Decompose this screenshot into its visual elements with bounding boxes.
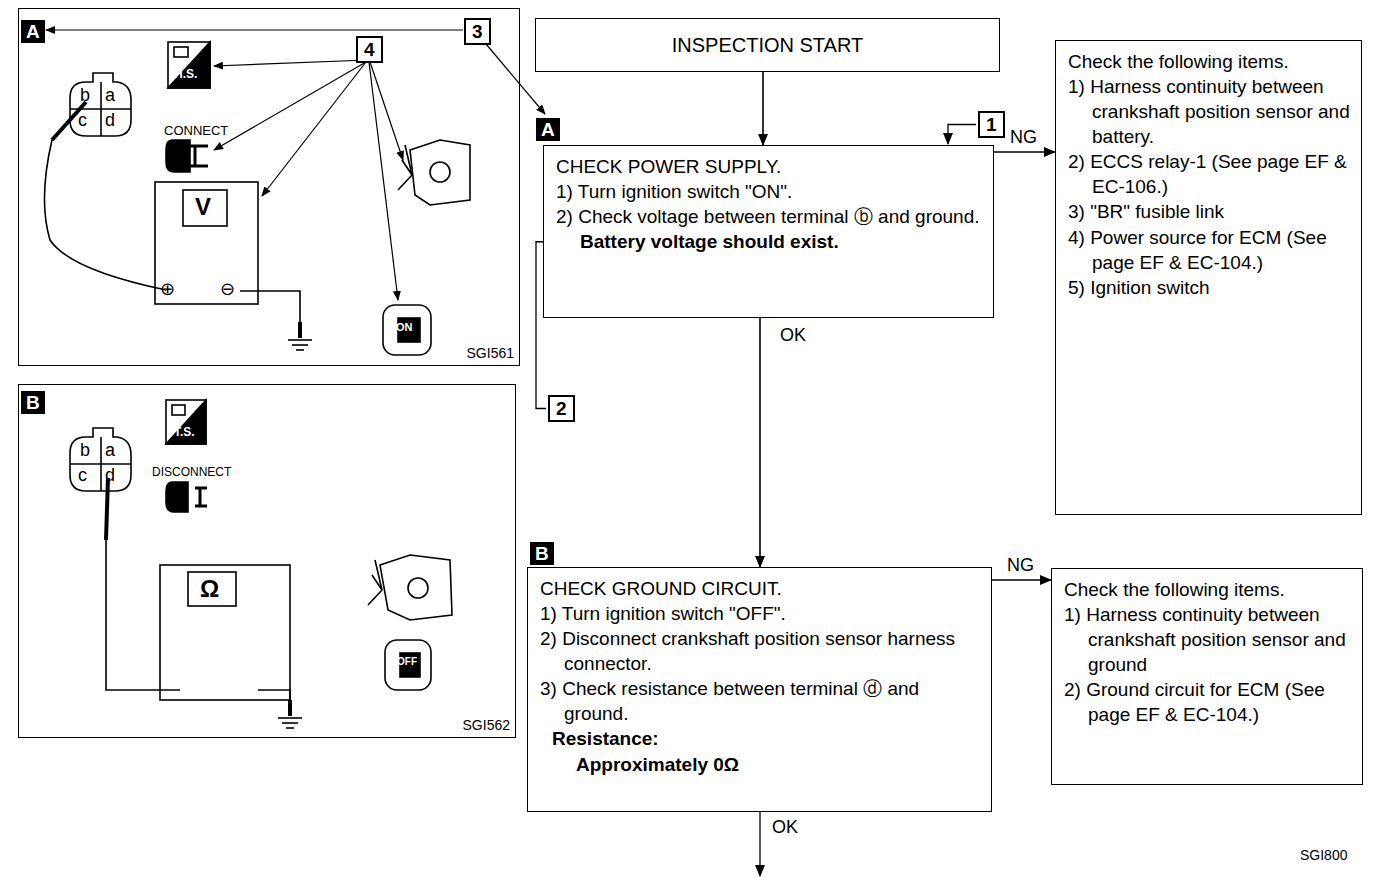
box-text: 4) Power source for ECM (See page EF & E… xyxy=(1068,225,1351,275)
box-text: 3) Check resistance between terminal ⓓ a… xyxy=(540,676,981,726)
illustration-panel: SGI562 xyxy=(18,384,516,738)
box-text: Battery voltage should exist. xyxy=(556,229,983,254)
label: a xyxy=(105,86,115,104)
label: DISCONNECT xyxy=(152,466,231,478)
box-text: 1) Harness continuity between crankshaft… xyxy=(1064,602,1352,677)
box-text: Approximately 0Ω xyxy=(540,752,981,777)
callout-number: 1 xyxy=(978,111,1005,138)
box-heading: Check the following items. xyxy=(1068,49,1351,74)
flow-arrow xyxy=(992,579,1051,581)
box-text: Resistance: xyxy=(540,726,981,751)
box-text: 2) Ground circuit for ECM (See page EF &… xyxy=(1064,677,1352,727)
box-text: 1) Turn ignition switch "ON". xyxy=(556,179,983,204)
callout-number: 3 xyxy=(464,18,491,45)
box-text: 3) "BR" fusible link xyxy=(1068,199,1351,224)
flow-arrow xyxy=(759,318,761,567)
figure-code: SGI561 xyxy=(467,345,514,361)
section-marker: B xyxy=(530,542,554,565)
section-marker: B xyxy=(21,391,45,414)
check-list-box: Check the following items.1) Harness con… xyxy=(1051,568,1363,785)
flow-arrow xyxy=(994,151,1055,153)
callout-number: 2 xyxy=(548,395,575,422)
box-text: 5) Ignition switch xyxy=(1068,275,1351,300)
panel-a-drawing xyxy=(44,30,545,355)
label: ⊕ xyxy=(160,280,175,298)
box-heading: CHECK GROUND CIRCUIT. xyxy=(540,576,981,601)
leader-line xyxy=(948,125,976,145)
section-marker: A xyxy=(536,118,560,141)
illustration-panel: SGI561 xyxy=(18,8,520,366)
check-list-box: Check the following items.1) Harness con… xyxy=(1055,40,1362,515)
label: ON xyxy=(396,322,413,333)
edge-label: NG xyxy=(1005,556,1036,576)
box-text: 1) Turn ignition switch "OFF". xyxy=(540,601,981,626)
edge-label: OK xyxy=(778,326,808,346)
section-marker: A xyxy=(21,20,45,43)
start-box: INSPECTION START xyxy=(535,18,1000,72)
panel-b-drawing xyxy=(70,400,452,728)
label: d xyxy=(105,111,115,129)
label: c xyxy=(78,466,87,484)
box-heading: Check the following items. xyxy=(1064,577,1352,602)
label: b xyxy=(80,441,90,459)
callout-number: 4 xyxy=(356,36,383,63)
label: V xyxy=(195,195,211,219)
label: OFF xyxy=(397,657,417,667)
box-heading: CHECK POWER SUPPLY. xyxy=(556,154,983,179)
flow-arrow xyxy=(762,72,764,145)
label: ⊖ xyxy=(220,280,235,298)
label: b xyxy=(80,86,90,104)
label: a xyxy=(105,441,115,459)
flow-arrow-exit xyxy=(759,812,760,876)
box-text: 1) Harness continuity between crankshaft… xyxy=(1068,74,1351,149)
box-text: 2) Check voltage between terminal ⓑ and … xyxy=(556,204,983,229)
label: OK xyxy=(772,818,798,836)
label: T.S. xyxy=(174,426,195,438)
label: c xyxy=(78,111,87,129)
edge-label: NG xyxy=(1008,128,1039,148)
label: Ω xyxy=(200,577,219,601)
label: SGI800 xyxy=(1300,848,1347,862)
label: CONNECT xyxy=(164,124,228,137)
process-box: CHECK POWER SUPPLY.1) Turn ignition swit… xyxy=(543,145,994,318)
label: d xyxy=(105,466,115,484)
process-box: CHECK GROUND CIRCUIT.1) Turn ignition sw… xyxy=(527,567,992,812)
figure-code: SGI562 xyxy=(463,717,510,733)
box-text: INSPECTION START xyxy=(672,34,864,57)
box-text: 2) Disconnect crankshaft position sensor… xyxy=(540,626,981,676)
label: H.S. xyxy=(174,68,197,80)
box-text: 2) ECCS relay-1 (See page EF & EC-106.) xyxy=(1068,149,1351,199)
